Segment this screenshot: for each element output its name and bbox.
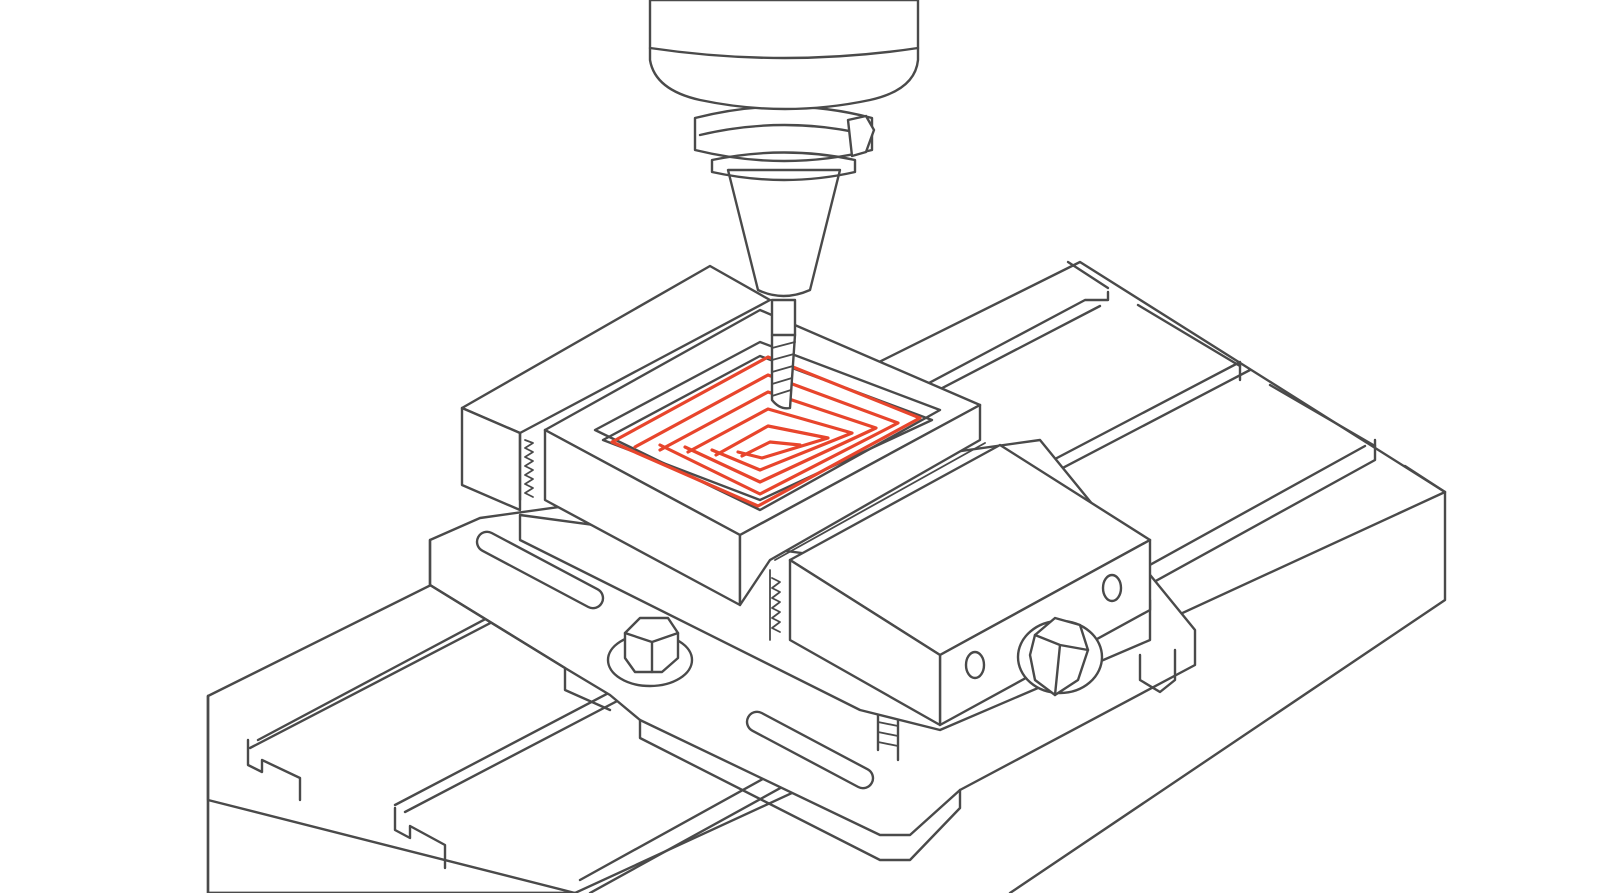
- spindle-icon: [648, 0, 920, 111]
- clamp-bolt: [606, 616, 900, 762]
- tool-holder: [693, 105, 876, 298]
- base-plate-slot-left: [475, 530, 605, 610]
- movable-jaw-serration: [769, 442, 986, 641]
- end-mill-icon: [770, 298, 797, 410]
- table-right-edge: [1008, 490, 1447, 893]
- base-plate-slot-right: [745, 710, 875, 790]
- table-end-face: [206, 694, 577, 893]
- table-rail-4: [1403, 464, 1447, 494]
- movable-jaw-face: [788, 558, 942, 727]
- workpiece-right-side: [738, 403, 982, 607]
- tool-holder-taper: [726, 168, 842, 298]
- end-mill-shank: [770, 298, 797, 340]
- jaw-hole-1: [964, 650, 986, 680]
- table-rail-1: [1066, 260, 1110, 290]
- jaw-hole-2: [1101, 573, 1123, 603]
- fixed-jaw: [460, 264, 772, 512]
- table-rail-2: [1136, 303, 1242, 368]
- table-front-edge: [206, 694, 577, 893]
- spindle-housing: [648, 0, 920, 111]
- table-rail-3: [1268, 383, 1377, 448]
- movable-jaw: [769, 442, 1152, 727]
- fixed-jaw-serration: [524, 439, 534, 498]
- tool-holder-key: [846, 114, 876, 158]
- toolpath-spiral: [610, 355, 922, 508]
- workpiece: [543, 308, 982, 607]
